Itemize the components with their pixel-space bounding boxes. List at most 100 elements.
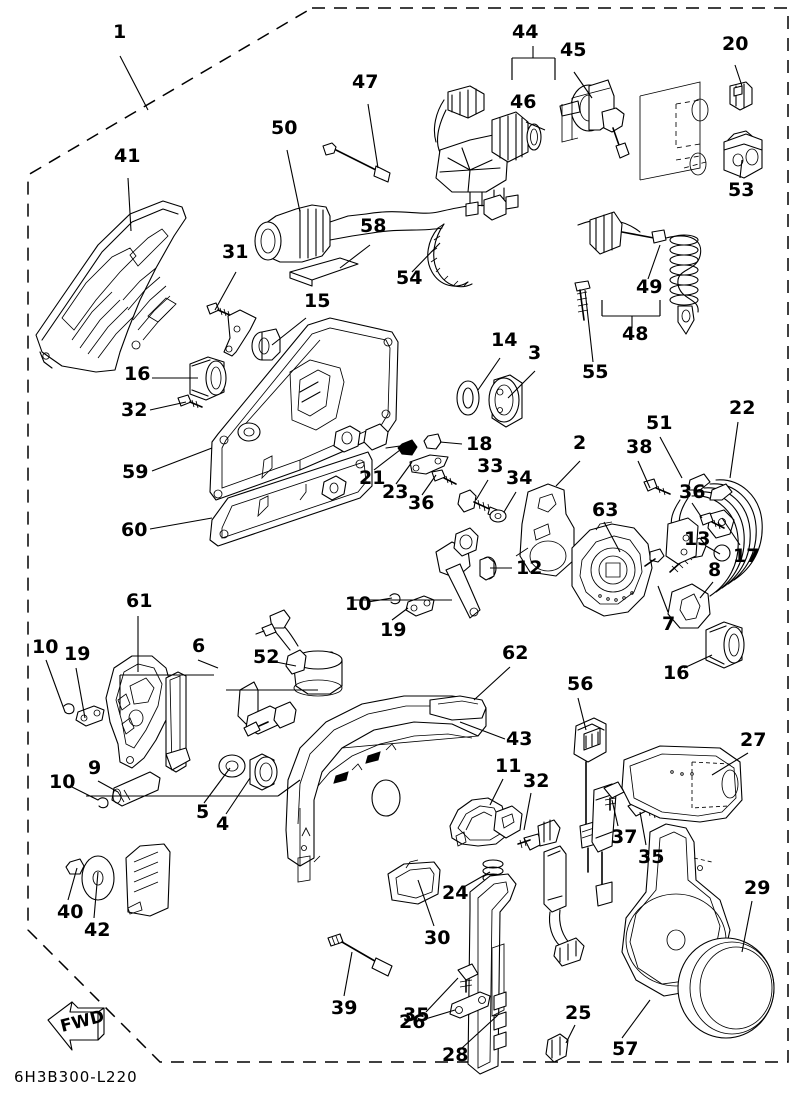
part-18-nut bbox=[423, 433, 442, 450]
callout-63: 63 bbox=[592, 499, 618, 521]
part-9-pin bbox=[111, 771, 161, 807]
callout-57: 57 bbox=[612, 1038, 638, 1060]
part-8-pad-triangular bbox=[667, 583, 711, 629]
shift-lever-assembly bbox=[435, 527, 481, 619]
part-59-frame bbox=[209, 317, 399, 501]
callout-48: 48 bbox=[622, 323, 648, 345]
callout-46: 46 bbox=[510, 91, 536, 113]
part-2-bracket bbox=[515, 483, 575, 577]
fwd-arrow bbox=[47, 1001, 105, 1051]
callout-labels: 1 47 44 45 46 20 53 50 41 58 31 15 54 49… bbox=[32, 21, 770, 1066]
callout-29: 29 bbox=[744, 877, 770, 899]
callout-39: 39 bbox=[331, 997, 357, 1019]
callout-9: 9 bbox=[88, 757, 101, 779]
callout-32-b: 32 bbox=[523, 770, 549, 792]
callout-35-b: 35 bbox=[403, 1004, 429, 1026]
callout-13: 13 bbox=[684, 528, 710, 550]
callout-32-a: 32 bbox=[121, 399, 147, 421]
callout-36-a: 36 bbox=[408, 492, 434, 514]
callout-41: 41 bbox=[114, 145, 140, 167]
wire-harness-lower bbox=[537, 783, 617, 967]
callout-49: 49 bbox=[636, 276, 662, 298]
part-40-nut bbox=[65, 858, 85, 875]
part-21-fitting bbox=[385, 439, 418, 456]
callout-59: 59 bbox=[122, 461, 148, 483]
part-7-screw bbox=[644, 548, 665, 567]
callout-62: 62 bbox=[502, 642, 528, 664]
diagram-code: 6H3B300-L220 bbox=[14, 1068, 138, 1086]
callout-15: 15 bbox=[304, 290, 330, 312]
callout-10-a: 10 bbox=[345, 593, 371, 615]
part-10-clip-mid bbox=[389, 593, 401, 605]
callout-1: 1 bbox=[113, 21, 126, 43]
callout-20: 20 bbox=[722, 33, 748, 55]
lower-left-fin-block bbox=[125, 843, 171, 917]
part-16-grommet-lower bbox=[705, 621, 745, 669]
part-50-connector bbox=[254, 204, 493, 263]
callout-56: 56 bbox=[567, 673, 593, 695]
part-15-bushing bbox=[251, 328, 281, 361]
callout-54: 54 bbox=[396, 267, 422, 289]
callout-60: 60 bbox=[121, 519, 147, 541]
part-43-cover-tab bbox=[429, 695, 487, 721]
part-35-screw-b bbox=[457, 963, 479, 993]
callout-43: 43 bbox=[506, 728, 532, 750]
part-51-wire-lead bbox=[665, 473, 733, 565]
callout-23: 23 bbox=[382, 481, 408, 503]
part-23-lever bbox=[409, 454, 449, 475]
callout-22: 22 bbox=[729, 397, 755, 419]
callout-28: 28 bbox=[442, 1044, 468, 1066]
part-36-screw-a bbox=[431, 469, 457, 486]
part-39-long-bolt bbox=[327, 933, 393, 977]
callout-31: 31 bbox=[222, 241, 248, 263]
callout-24: 24 bbox=[442, 882, 468, 904]
callout-14: 14 bbox=[491, 329, 517, 351]
part-34-washer bbox=[489, 509, 507, 523]
callout-5: 5 bbox=[196, 801, 209, 823]
callout-52: 52 bbox=[253, 646, 279, 668]
callout-27: 27 bbox=[740, 729, 766, 751]
callout-4: 4 bbox=[216, 813, 229, 835]
callout-17: 17 bbox=[733, 545, 759, 567]
callout-6: 6 bbox=[192, 635, 205, 657]
callout-36-b: 36 bbox=[679, 481, 705, 503]
bracket-arm bbox=[223, 309, 257, 357]
callout-10-b: 10 bbox=[32, 636, 58, 658]
callout-37: 37 bbox=[611, 826, 637, 848]
part-36-screw-b bbox=[699, 512, 725, 530]
part-41-front-cover bbox=[35, 200, 187, 373]
part-4-bushing bbox=[249, 753, 278, 791]
part-6-rod bbox=[165, 671, 191, 773]
callout-3: 3 bbox=[528, 342, 541, 364]
part-11-bracket bbox=[449, 797, 523, 847]
callout-26: 26 bbox=[399, 1011, 425, 1033]
part-52-switch-cup bbox=[255, 609, 343, 697]
callout-44: 44 bbox=[512, 21, 538, 43]
part-63-cam bbox=[571, 521, 653, 617]
callout-16-a: 16 bbox=[124, 363, 150, 385]
part-13-ball bbox=[713, 544, 731, 562]
callout-10-c: 10 bbox=[49, 771, 75, 793]
part-55-screw bbox=[574, 280, 591, 321]
part-58-plate bbox=[289, 257, 359, 287]
callout-40: 40 bbox=[57, 901, 83, 923]
callout-47: 47 bbox=[352, 71, 378, 93]
part-27-handle bbox=[621, 745, 743, 823]
leader-lines bbox=[45, 46, 753, 1049]
part-48-49-lanyard bbox=[577, 211, 702, 335]
part-5-washer bbox=[218, 754, 246, 778]
part-14-washer bbox=[456, 380, 480, 416]
callout-58: 58 bbox=[360, 215, 386, 237]
part-10-clip-left-upper bbox=[63, 703, 75, 715]
part-17-pad bbox=[707, 509, 735, 539]
part-3-cap bbox=[488, 374, 523, 428]
part-26-link bbox=[449, 991, 491, 1019]
part-20-clip bbox=[729, 81, 753, 111]
callout-19-a: 19 bbox=[380, 619, 406, 641]
callout-30: 30 bbox=[424, 927, 450, 949]
part-47-tool bbox=[322, 142, 391, 183]
part-31-screw bbox=[206, 302, 233, 318]
part-25-clip bbox=[545, 1033, 569, 1063]
shift-arm-bracket bbox=[237, 681, 297, 737]
